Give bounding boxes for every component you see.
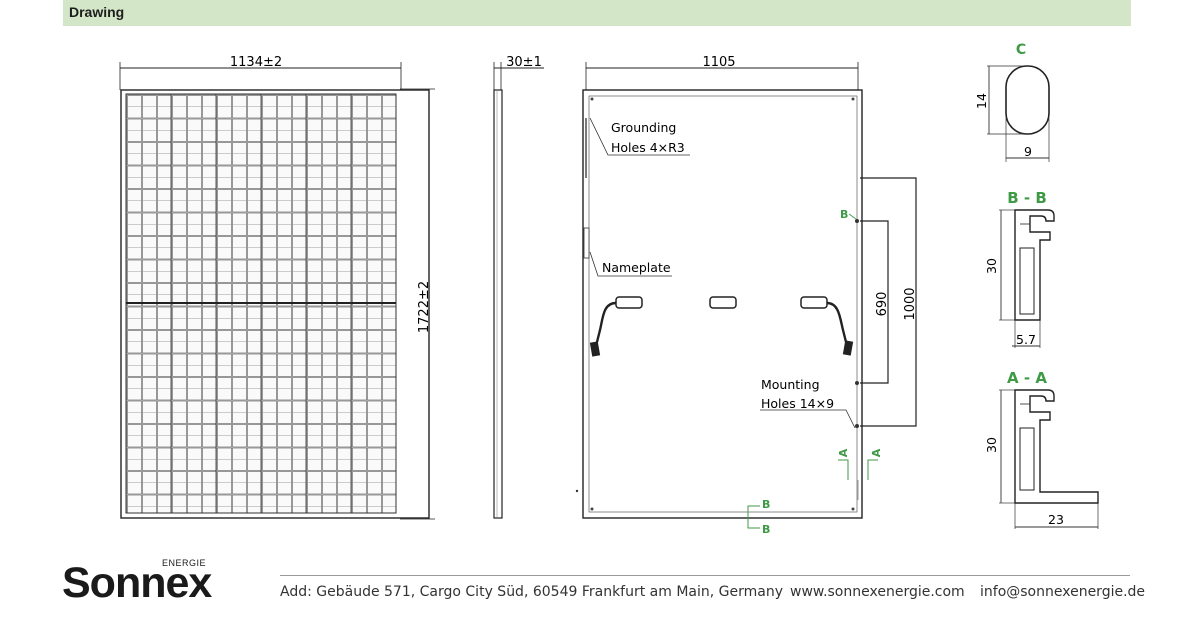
nameplate-label: Nameplate (602, 260, 671, 275)
footer-email[interactable]: info@sonnexenergie.de (980, 584, 1146, 600)
front-view: 1134±2 1722±2 (119, 55, 435, 520)
front-width-label: 1134±2 (230, 55, 282, 70)
junction-box-center (709, 296, 737, 309)
section-aa-height: 30 (984, 437, 999, 453)
section-aa-title: A - A (1007, 369, 1047, 387)
nameplate (583, 227, 590, 259)
connector-left (589, 341, 601, 357)
grounding-label-line2: Holes 4×R3 (611, 140, 685, 155)
front-height-label: 1722±2 (417, 281, 432, 333)
section-aa-width: 23 (1048, 512, 1064, 527)
sonnex-logo: ENERGIE Sonnex (62, 558, 242, 608)
section-bb-height: 30 (984, 258, 999, 274)
side-thickness-label: 30±1 (506, 55, 542, 70)
footer-divider (280, 575, 1130, 576)
section-bb-detail: B - B 30 5.7 (984, 189, 1055, 348)
technical-drawing: 1134±2 1722±2 30±1 (119, 42, 1099, 536)
back-width-label: 1105 (702, 55, 735, 70)
section-c-detail: C 14 9 (974, 42, 1050, 162)
mounting-label-line1: Mounting (761, 377, 820, 392)
section-b-marker-top: B (762, 498, 770, 511)
section-bb-width: 5.7 (1016, 332, 1036, 347)
section-aa-detail: A - A 30 23 (984, 369, 1099, 529)
section-b-marker-bottom: B (762, 523, 770, 536)
logo-tagline: ENERGIE (162, 558, 207, 568)
section-title: Drawing (69, 4, 125, 20)
section-b-marker-right: B (840, 208, 848, 221)
connector-right (842, 340, 854, 356)
section-bb-title: B - B (1007, 189, 1047, 207)
frame-profile-aa (1014, 389, 1099, 504)
section-c-height: 14 (974, 93, 989, 109)
junction-box-right (800, 296, 828, 309)
dim-1000-label: 1000 (903, 287, 918, 320)
footer-website[interactable]: www.sonnexenergie.com (790, 584, 965, 600)
junction-box-left (615, 296, 643, 309)
slot-hole (1005, 65, 1050, 135)
section-a-marker-right: A (870, 448, 883, 457)
section-a-marker-left: A (837, 448, 850, 457)
footer-address: Add: Gebäude 571, Cargo City Süd, 60549 … (280, 584, 784, 600)
dim-690-label: 690 (875, 292, 890, 317)
back-view: 1105 Grounding Holes 4×R3 Nameplate (575, 55, 918, 536)
side-view: 30±1 (493, 55, 544, 519)
mounting-label-line2: Holes 14×9 (761, 396, 834, 411)
section-header: Drawing (63, 0, 1131, 26)
section-c-width: 9 (1024, 144, 1032, 159)
grounding-label-line1: Grounding (611, 120, 676, 135)
logo-wordmark: Sonnex (62, 559, 212, 607)
section-c-title: C (1016, 42, 1026, 58)
